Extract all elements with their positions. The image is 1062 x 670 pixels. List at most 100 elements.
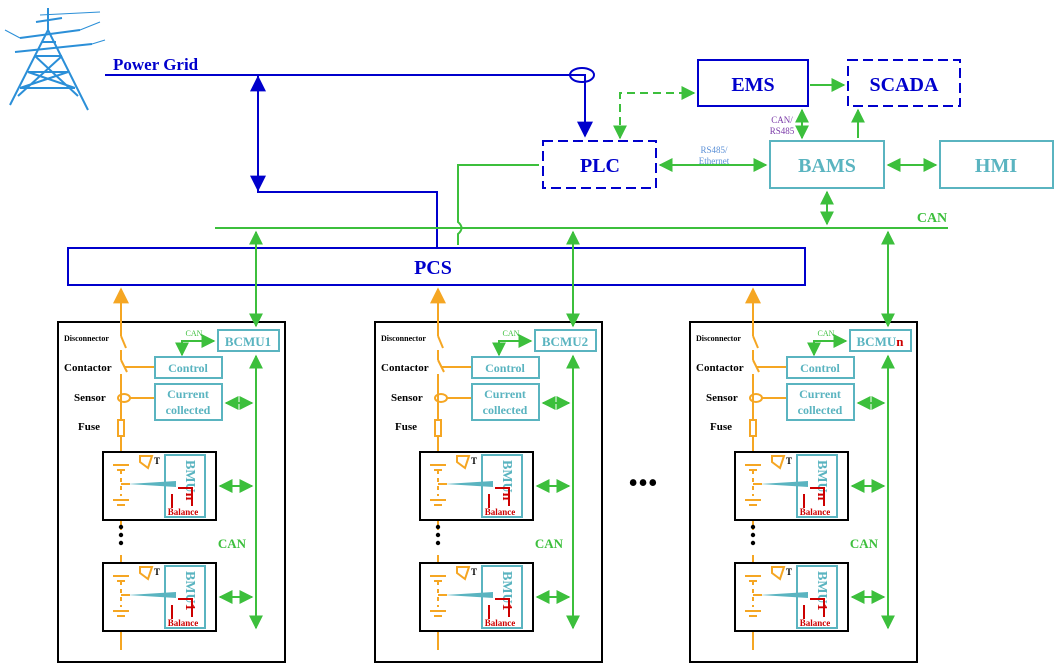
bmu-box (481, 454, 523, 518)
balance-label: Balance (168, 618, 199, 628)
disconnector-label: Disconnector (381, 334, 426, 343)
balance-circuit (810, 598, 825, 617)
battery-module-frame (419, 562, 534, 632)
balance-label: Balance (168, 507, 199, 517)
module-continuation-dot (750, 524, 756, 530)
bmu-box (796, 454, 838, 518)
current-collected-box (786, 383, 855, 421)
control-label: Control (800, 361, 840, 375)
fuse-label: Fuse (78, 421, 100, 433)
temperature-probe-icon (771, 566, 786, 581)
current-label-line1: Current (799, 387, 841, 401)
ellipsis-dots: ••• (628, 468, 657, 499)
bcmu-can-link (492, 334, 533, 357)
temperature-probe-icon (456, 455, 471, 470)
transmission-tower-icon (4, 8, 106, 111)
contactor-label: Contactor (64, 362, 112, 374)
control-box (786, 356, 855, 379)
control-box (471, 356, 540, 379)
bcmu-label-suffix: 1 (265, 334, 272, 349)
temperature-label: T (471, 456, 477, 466)
ems-label: EMS (731, 74, 774, 96)
sensor-icon (749, 393, 763, 403)
bmu-label: BMU1 (499, 571, 514, 611)
bmu-label-suffix: n (499, 493, 514, 501)
temperature-label: T (786, 567, 792, 577)
bmu-label-suffix: 1 (182, 604, 197, 611)
balance-circuit (178, 598, 193, 617)
module-continuation-dot (435, 532, 441, 538)
current-label-line2: collected (166, 403, 211, 417)
bmu-label-suffix: 1 (814, 604, 829, 611)
disconnector-label: Disconnector (64, 334, 109, 343)
fuse-icon (434, 419, 442, 437)
bmu-box (481, 565, 523, 629)
bmu-label-prefix: BMU (814, 460, 829, 493)
bmu-label-prefix: BMU (499, 571, 514, 604)
temperature-probe-icon (139, 566, 154, 581)
pcs-label: PCS (414, 257, 452, 279)
current-label-line2: collected (798, 403, 843, 417)
current-collected-box (154, 383, 223, 421)
ems-box (697, 59, 809, 107)
can-bus-label: CAN (917, 211, 947, 226)
module-continuation-dot (435, 524, 441, 530)
battery-racks: DisconnectorContactorSensorFuseBCMU1CANC… (57, 230, 918, 663)
bcmu-label-prefix: BCMU (542, 334, 582, 349)
cell-sense-lead (445, 481, 493, 487)
bmu-box (164, 565, 206, 629)
balance-label: Balance (800, 507, 831, 517)
bmu-label: BMUn (182, 460, 197, 501)
rs485-ethernet-label-line2: Ethernet (699, 156, 730, 166)
hmi-box (939, 140, 1054, 189)
bcmu-label-suffix: 2 (582, 334, 589, 349)
can-small-label: CAN (503, 329, 520, 338)
current-label-line2: collected (483, 403, 528, 417)
temperature-probe-icon (771, 455, 786, 470)
can-side-label: CAN (850, 536, 879, 551)
sensor-icon (117, 393, 131, 403)
rack-frame (57, 321, 286, 663)
balance-circuit (495, 487, 510, 506)
control-box (154, 356, 223, 379)
module-continuation-dot (750, 532, 756, 538)
balance-label: Balance (485, 618, 516, 628)
battery-module-frame (102, 451, 217, 521)
bmu-label-suffix: n (182, 493, 197, 501)
bcmu-box (534, 329, 597, 352)
plc-label: PLC (580, 155, 620, 177)
bcmu-label-suffix: n (896, 334, 904, 349)
contactor-switch (752, 359, 760, 373)
battery-module-frame (734, 451, 849, 521)
battery-rack: DisconnectorContactorSensorFuseBCMUnCANC… (689, 230, 918, 663)
fuse-icon (117, 419, 125, 437)
bmu-label: BMUn (499, 460, 514, 501)
contactor-label: Contactor (381, 362, 429, 374)
bcmu-can-link (807, 334, 848, 357)
bcmu-label-prefix: BCMU (857, 334, 897, 349)
bmu-box (796, 565, 838, 629)
battery-module-frame (419, 451, 534, 521)
bmu-label: BMU1 (814, 571, 829, 611)
plc-box (542, 140, 657, 189)
module-continuation-dot (118, 532, 124, 538)
temperature-label: T (154, 567, 160, 577)
disconnector-switch (437, 335, 444, 349)
fuse-label: Fuse (710, 421, 732, 433)
grid-lines (105, 67, 595, 248)
temperature-label: T (471, 567, 477, 577)
cell-sense-lead (760, 481, 808, 487)
can-small-label: CAN (186, 329, 203, 338)
bcmu-label-prefix: BCMU (225, 334, 265, 349)
sensor-label: Sensor (391, 392, 423, 404)
module-continuation-dot (118, 540, 124, 546)
fuse-icon (749, 419, 757, 437)
bmu-label-suffix: 1 (499, 604, 514, 611)
bmu-label-prefix: BMU (499, 460, 514, 493)
sensor-label: Sensor (706, 392, 738, 404)
module-continuation-dot (435, 540, 441, 546)
disconnector-switch (120, 335, 127, 349)
